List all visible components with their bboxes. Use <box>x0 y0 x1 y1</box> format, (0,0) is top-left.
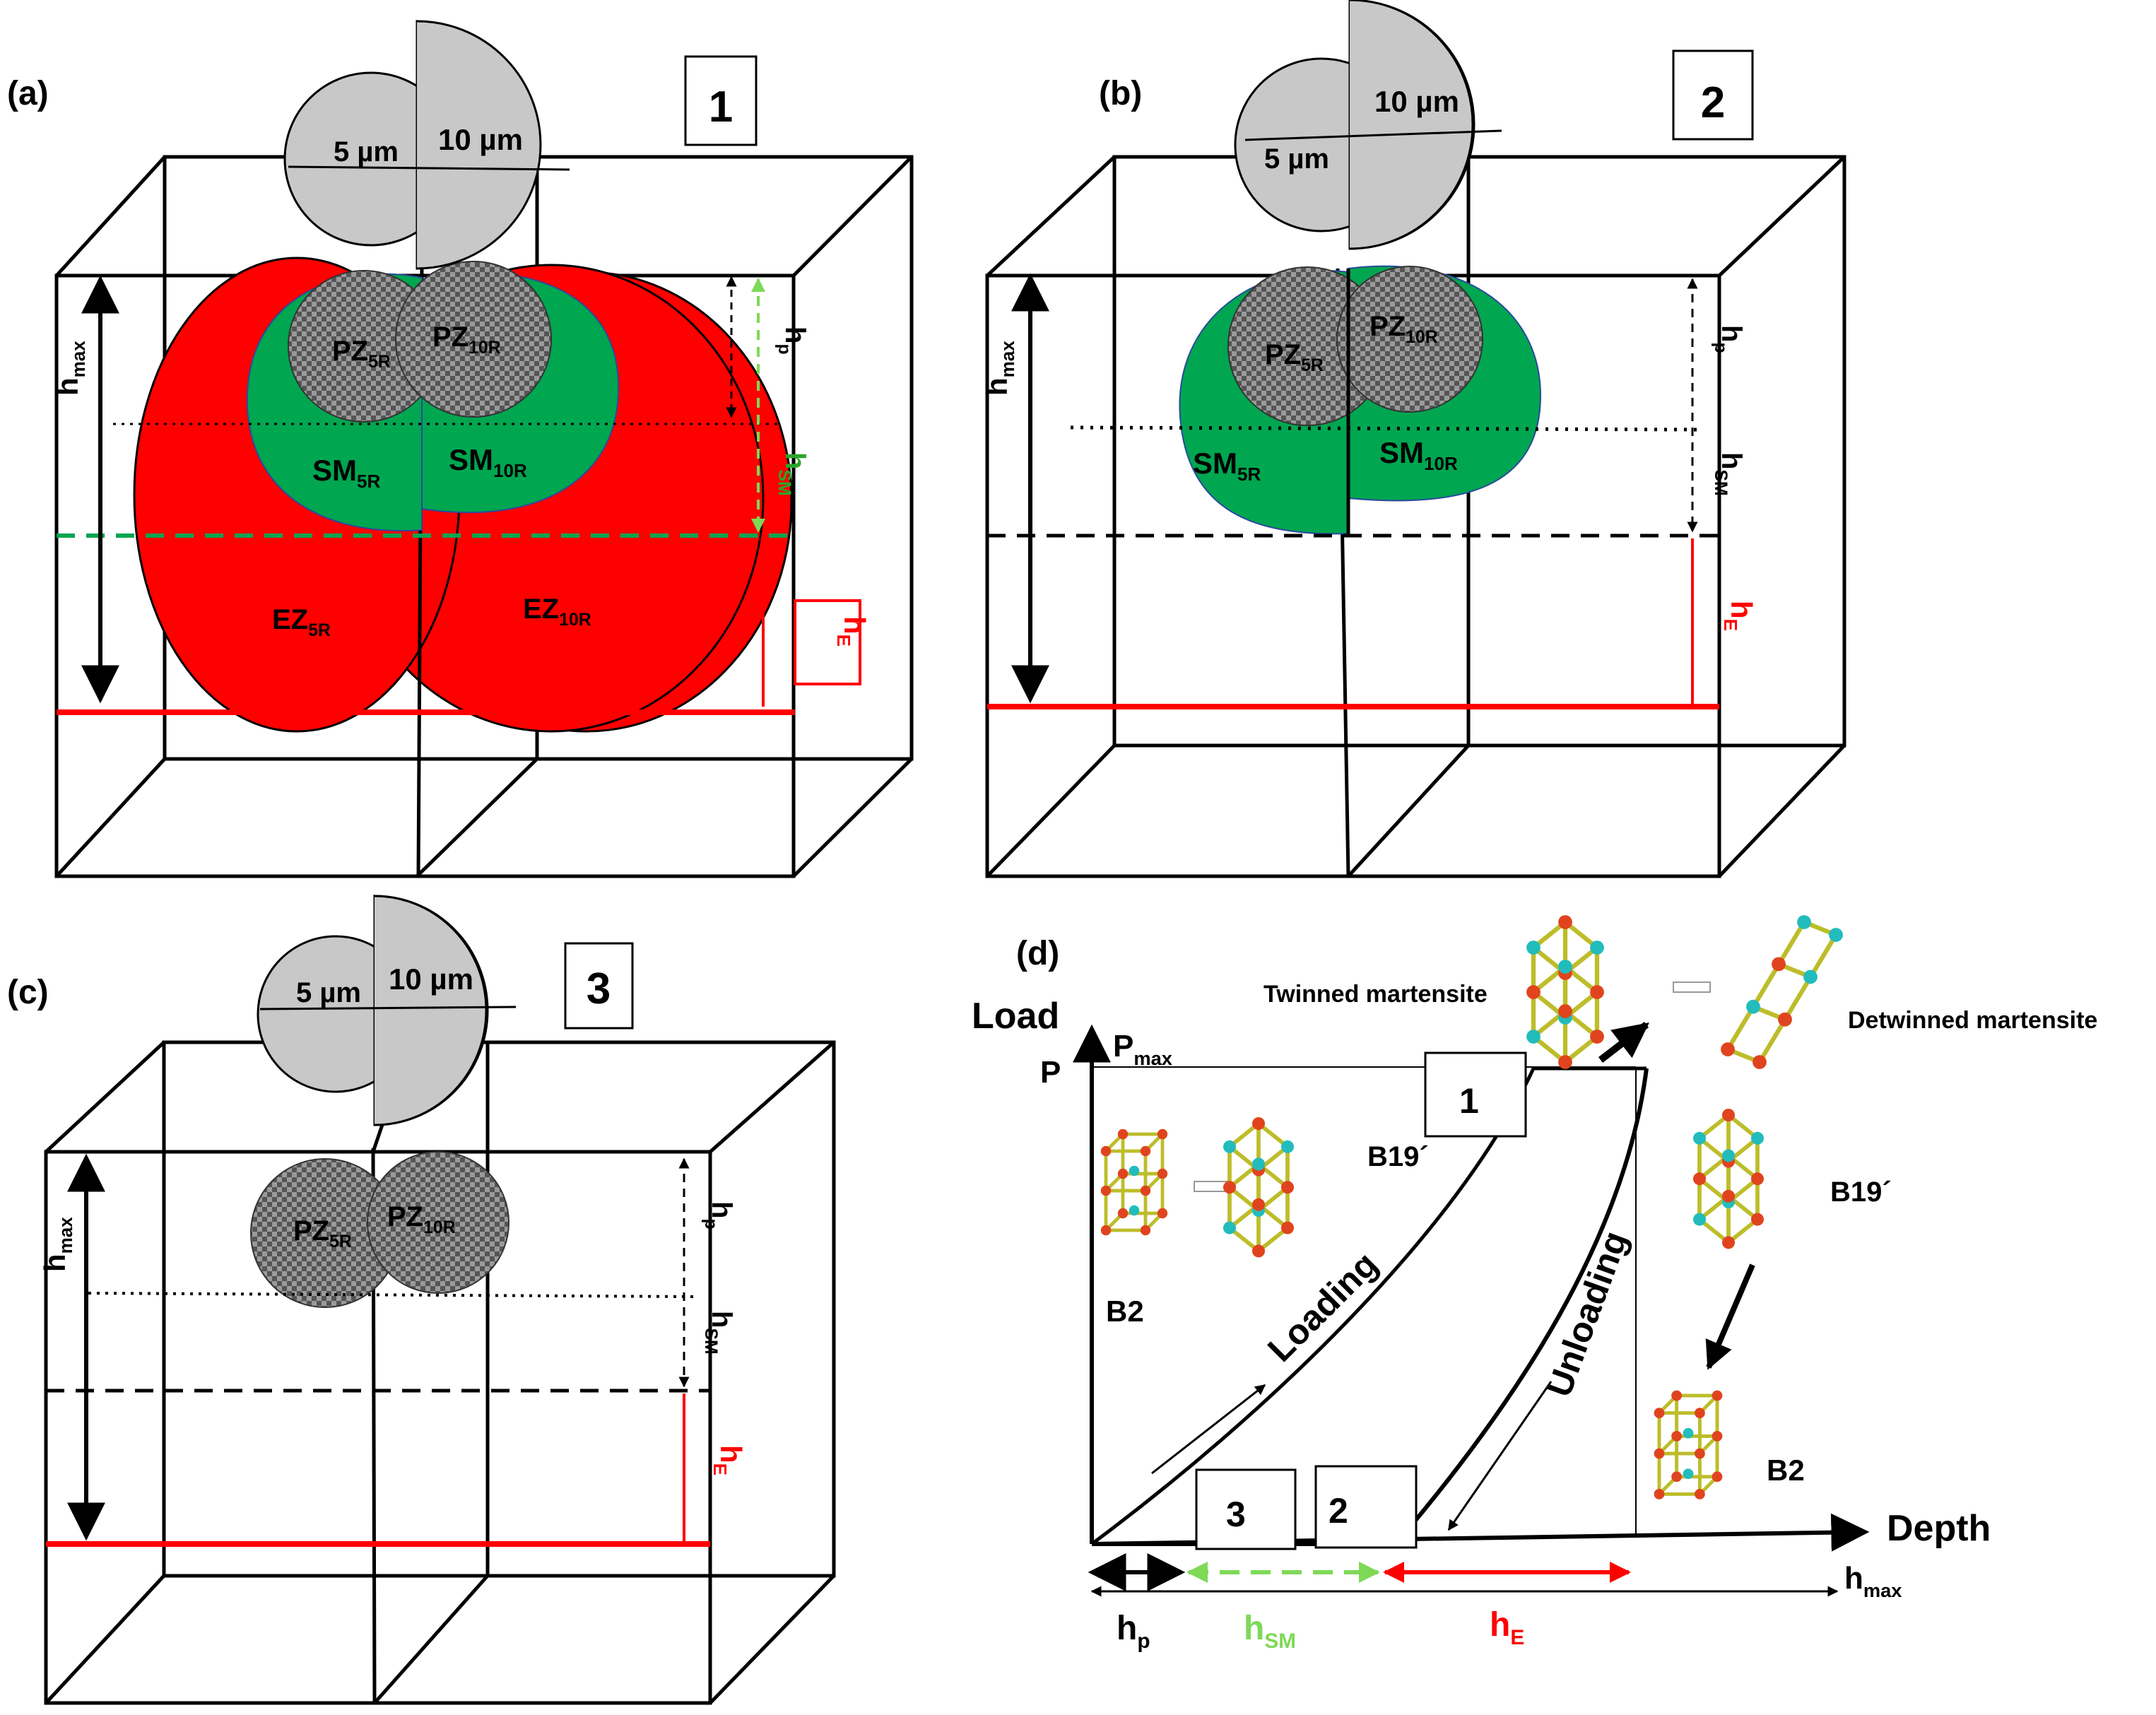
b19-lattice-right <box>1693 1109 1764 1249</box>
stage-box-2-label: 2 <box>1701 78 1725 127</box>
sm-10r-label-b: SM10R <box>1379 436 1458 474</box>
b19-lattice-left <box>1223 1117 1294 1257</box>
panel-b: (b) 2 5 µm 10 µm PZ5R PZ10R SM5R SM10R <box>980 0 1846 878</box>
pz-10r-label-c: PZ10R <box>387 1201 456 1237</box>
b2-right-label: B2 <box>1767 1454 1805 1487</box>
stage-box-3-label: 3 <box>587 965 611 1013</box>
loading-label: Loading <box>1260 1244 1385 1369</box>
hsm-label-a: hSM <box>774 452 811 496</box>
pz-5r-label-b: PZ5R <box>1265 339 1324 375</box>
pz-5r-label-c: PZ5R <box>293 1215 352 1251</box>
indenter-10um-label-b: 10 µm <box>1374 85 1459 118</box>
indenter-5um-label-b: 5 µm <box>1264 143 1329 175</box>
graph-box-2 <box>1314 1465 1418 1549</box>
indenter-5um-label: 5 µm <box>334 136 399 167</box>
detwinned-label: Detwinned martensite <box>1848 1007 2097 1034</box>
he-label-a: hE <box>833 616 871 647</box>
detwinned-lattice <box>1721 915 1843 1069</box>
hmax-segment-label: hmax <box>1844 1561 1902 1601</box>
twinned-label: Twinned martensite <box>1263 981 1488 1008</box>
stage-box-2 <box>1672 49 1754 141</box>
unloading-arrow <box>1447 1381 1553 1531</box>
panel-d-tag: (d) <box>1016 935 1059 972</box>
indenter-10um-label-c: 10 µm <box>389 962 473 996</box>
pz-10r-label-b: PZ10R <box>1369 311 1438 347</box>
graph-box-3 <box>1195 1468 1297 1550</box>
b19-right-label: B19´ <box>1830 1177 1892 1208</box>
ez-10r-label: EZ10R <box>523 594 591 630</box>
indenter-5um-label-c: 5 µm <box>296 977 361 1008</box>
b19-to-b2-arrow <box>1705 1263 1755 1370</box>
transform-arrow-right <box>1673 982 1711 993</box>
hsm-label-c: hSM <box>701 1311 737 1355</box>
graph-box-3-label: 3 <box>1226 1495 1246 1534</box>
stage-box-1-label: 1 <box>709 83 733 131</box>
unloading-label: Unloading <box>1539 1226 1635 1402</box>
pz-10r-label: PZ10R <box>432 322 501 358</box>
stage-box-3 <box>564 942 634 1030</box>
hp-line-b <box>1070 425 1704 432</box>
he-label-c: hE <box>709 1445 748 1475</box>
panel-b-tag: (b) <box>1099 75 1142 112</box>
pz-10r <box>395 261 552 418</box>
graph-box-1 <box>1424 1051 1527 1138</box>
b2-lattice-right <box>1654 1391 1723 1499</box>
hmax-label-a: hmax <box>51 341 89 396</box>
twinned-lattice <box>1526 915 1604 1069</box>
pz-5r-label: PZ5R <box>332 336 391 372</box>
y-axis-label: Load <box>972 996 1059 1037</box>
panel-a-tag: (a) <box>7 75 49 112</box>
graph-box-1-label: 1 <box>1459 1081 1479 1121</box>
hp-segment-label: hp <box>1117 1610 1150 1653</box>
unloading-curve <box>1394 1068 1649 1545</box>
hsm-label-b: hSM <box>1711 452 1747 496</box>
x-axis-label: Depth <box>1887 1508 1991 1549</box>
graph-box-2-label: 2 <box>1329 1491 1348 1531</box>
hp-label-a: hp <box>774 326 811 355</box>
he-segment-label: hE <box>1490 1606 1524 1649</box>
hmax-label-c: hmax <box>38 1217 76 1272</box>
p-tick-label: P <box>1040 1055 1061 1090</box>
pz-10r-c <box>367 1151 509 1294</box>
to-detwinned-arrow <box>1598 1022 1649 1063</box>
stage-box-1 <box>684 55 758 146</box>
hp-label-c: hp <box>701 1201 737 1230</box>
panel-c: (c) 3 PZ5R PZ10R 5 µm 10 µm hmax hp hSM <box>7 894 836 1705</box>
he-label-b: hE <box>1720 601 1758 631</box>
pmax-label: Pmax <box>1113 1029 1172 1069</box>
hp-label-b: hp <box>1711 325 1747 353</box>
sm-5r-label: SM5R <box>312 454 380 492</box>
cube-b <box>985 155 1846 878</box>
sm-10r-label: SM10R <box>449 443 527 481</box>
cube-c <box>44 1040 836 1705</box>
panel-a: (a) 1 5 µm 10 µm PZ5R PZ10R SM5R <box>7 20 914 878</box>
b19-left-label: B19´ <box>1367 1141 1429 1172</box>
loading-arrow <box>1151 1384 1266 1475</box>
b2-left-label: B2 <box>1106 1295 1144 1328</box>
ez-5r-label: EZ5R <box>272 604 331 640</box>
panel-d: (d) Load Depth P Pmax Loading Unloading … <box>972 915 2097 1653</box>
sm-5r-label-b: SM5R <box>1193 447 1261 485</box>
he-box-a <box>794 599 861 685</box>
b2-lattice-left <box>1101 1129 1167 1235</box>
panel-c-tag: (c) <box>7 974 49 1011</box>
hp-line-c <box>88 1292 697 1298</box>
indenter-10um-label: 10 µm <box>438 123 523 156</box>
hsm-segment-label: hSM <box>1244 1610 1296 1653</box>
hmax-label-b: hmax <box>980 341 1018 396</box>
pz-10r-b <box>1336 266 1483 413</box>
